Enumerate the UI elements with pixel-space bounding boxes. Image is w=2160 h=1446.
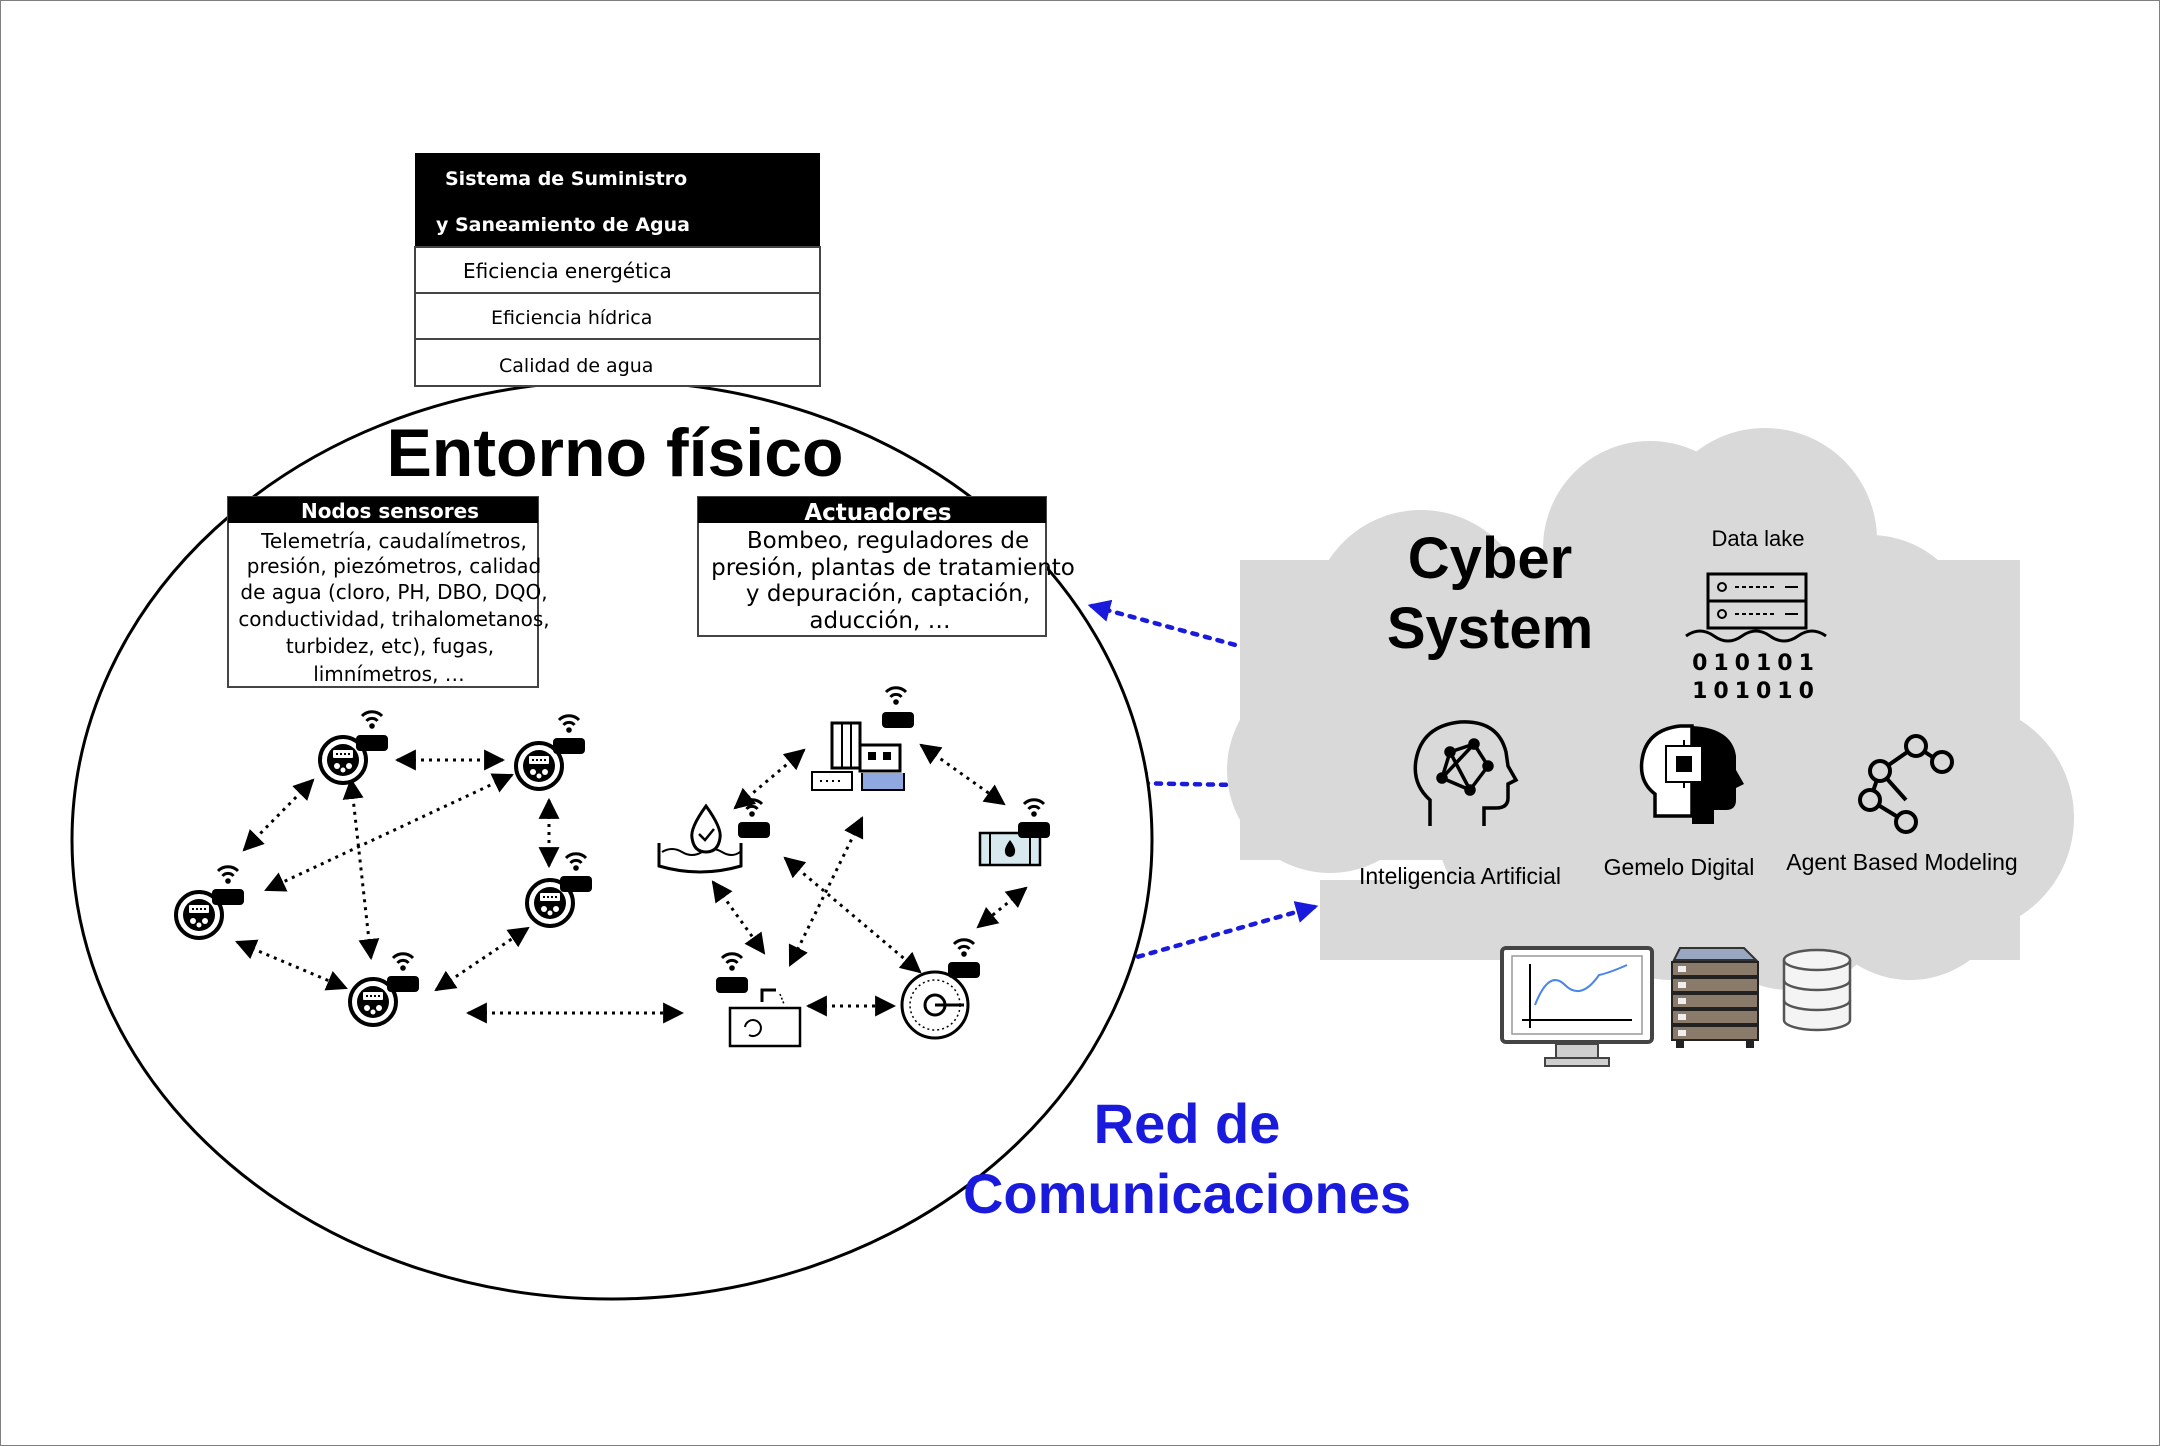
cyber-cloud bbox=[1227, 428, 2074, 990]
actuators-text-line: y depuración, captación, bbox=[746, 581, 1030, 607]
binary-line-2: 101010 bbox=[1692, 679, 1820, 704]
sensors-text-line: turbidez, etc), fugas, bbox=[286, 634, 494, 658]
system-table-header-line-2: y Saneamiento de Agua bbox=[436, 214, 690, 236]
database-icon bbox=[1782, 948, 1852, 1032]
sensors-title: Nodos sensores bbox=[301, 499, 479, 523]
pump-icon bbox=[900, 938, 980, 1040]
ai-label: Inteligencia Artificial bbox=[1359, 863, 1561, 889]
network-link bbox=[1087, 599, 1303, 669]
network-link bbox=[1033, 901, 1319, 991]
sensors-text-line: conductividad, trihalometanos, bbox=[238, 607, 549, 631]
monitor-chart-icon bbox=[1500, 946, 1654, 1067]
cyber-title-line-2: System bbox=[1387, 596, 1593, 661]
brain-network-icon bbox=[1413, 720, 1519, 826]
sensors-text-line: limnímetros, … bbox=[313, 662, 465, 686]
physical-environment-title: Entorno físico bbox=[386, 415, 843, 491]
actuators-text-line: aducción, … bbox=[809, 608, 950, 634]
valve-icon bbox=[978, 798, 1050, 867]
actuators-text-line: Bombeo, reguladores de bbox=[747, 528, 1029, 554]
digital-twin-head-icon bbox=[1639, 724, 1744, 824]
actuators-text-line: presión, plantas de tratamiento bbox=[711, 555, 1075, 581]
actuator-links bbox=[711, 743, 1028, 1017]
server-stack-icon bbox=[1671, 947, 1759, 1048]
reservoir-icon bbox=[657, 798, 770, 874]
sensors-box: Nodos sensores Telemetría, caudalímetros… bbox=[227, 496, 550, 688]
cyber-title-line-1: Cyber bbox=[1408, 526, 1572, 591]
water-treatment-icon bbox=[716, 952, 802, 1048]
system-table-header-line-1: Sistema de Suministro bbox=[445, 168, 687, 190]
network-title-line-2: Comunicaciones bbox=[963, 1162, 1411, 1225]
sensor-links bbox=[235, 749, 685, 1024]
graph-network-icon bbox=[1858, 734, 1954, 834]
abm-label: Agent Based Modeling bbox=[1786, 849, 2017, 875]
data-lake-label: Data lake bbox=[1712, 526, 1805, 551]
actuators-box: Actuadores Bombeo, reguladores de presió… bbox=[697, 496, 1075, 637]
server-rack-icon bbox=[1685, 572, 1827, 643]
binary-line-1: 010101 bbox=[1692, 651, 1820, 676]
actuators-title: Actuadores bbox=[804, 500, 951, 526]
row-calidad-de-agua: Calidad de agua bbox=[499, 355, 653, 377]
row-eficiencia-energetica: Eficiencia energética bbox=[463, 259, 672, 283]
sensors-text-line: presión, piezómetros, calidad bbox=[247, 554, 541, 578]
network-title-line-1: Red de bbox=[1094, 1092, 1281, 1155]
treatment-plant-icon bbox=[811, 686, 914, 791]
row-eficiencia-hidrica: Eficiencia hídrica bbox=[491, 307, 652, 329]
digital-twin-label: Gemelo Digital bbox=[1604, 854, 1755, 880]
sensors-text-line: Telemetría, caudalímetros, bbox=[260, 529, 527, 553]
system-table: Sistema de Suministro y Saneamiento de A… bbox=[414, 153, 821, 387]
sensors-text-line: de agua (cloro, PH, DBO, DQO, bbox=[240, 580, 547, 604]
